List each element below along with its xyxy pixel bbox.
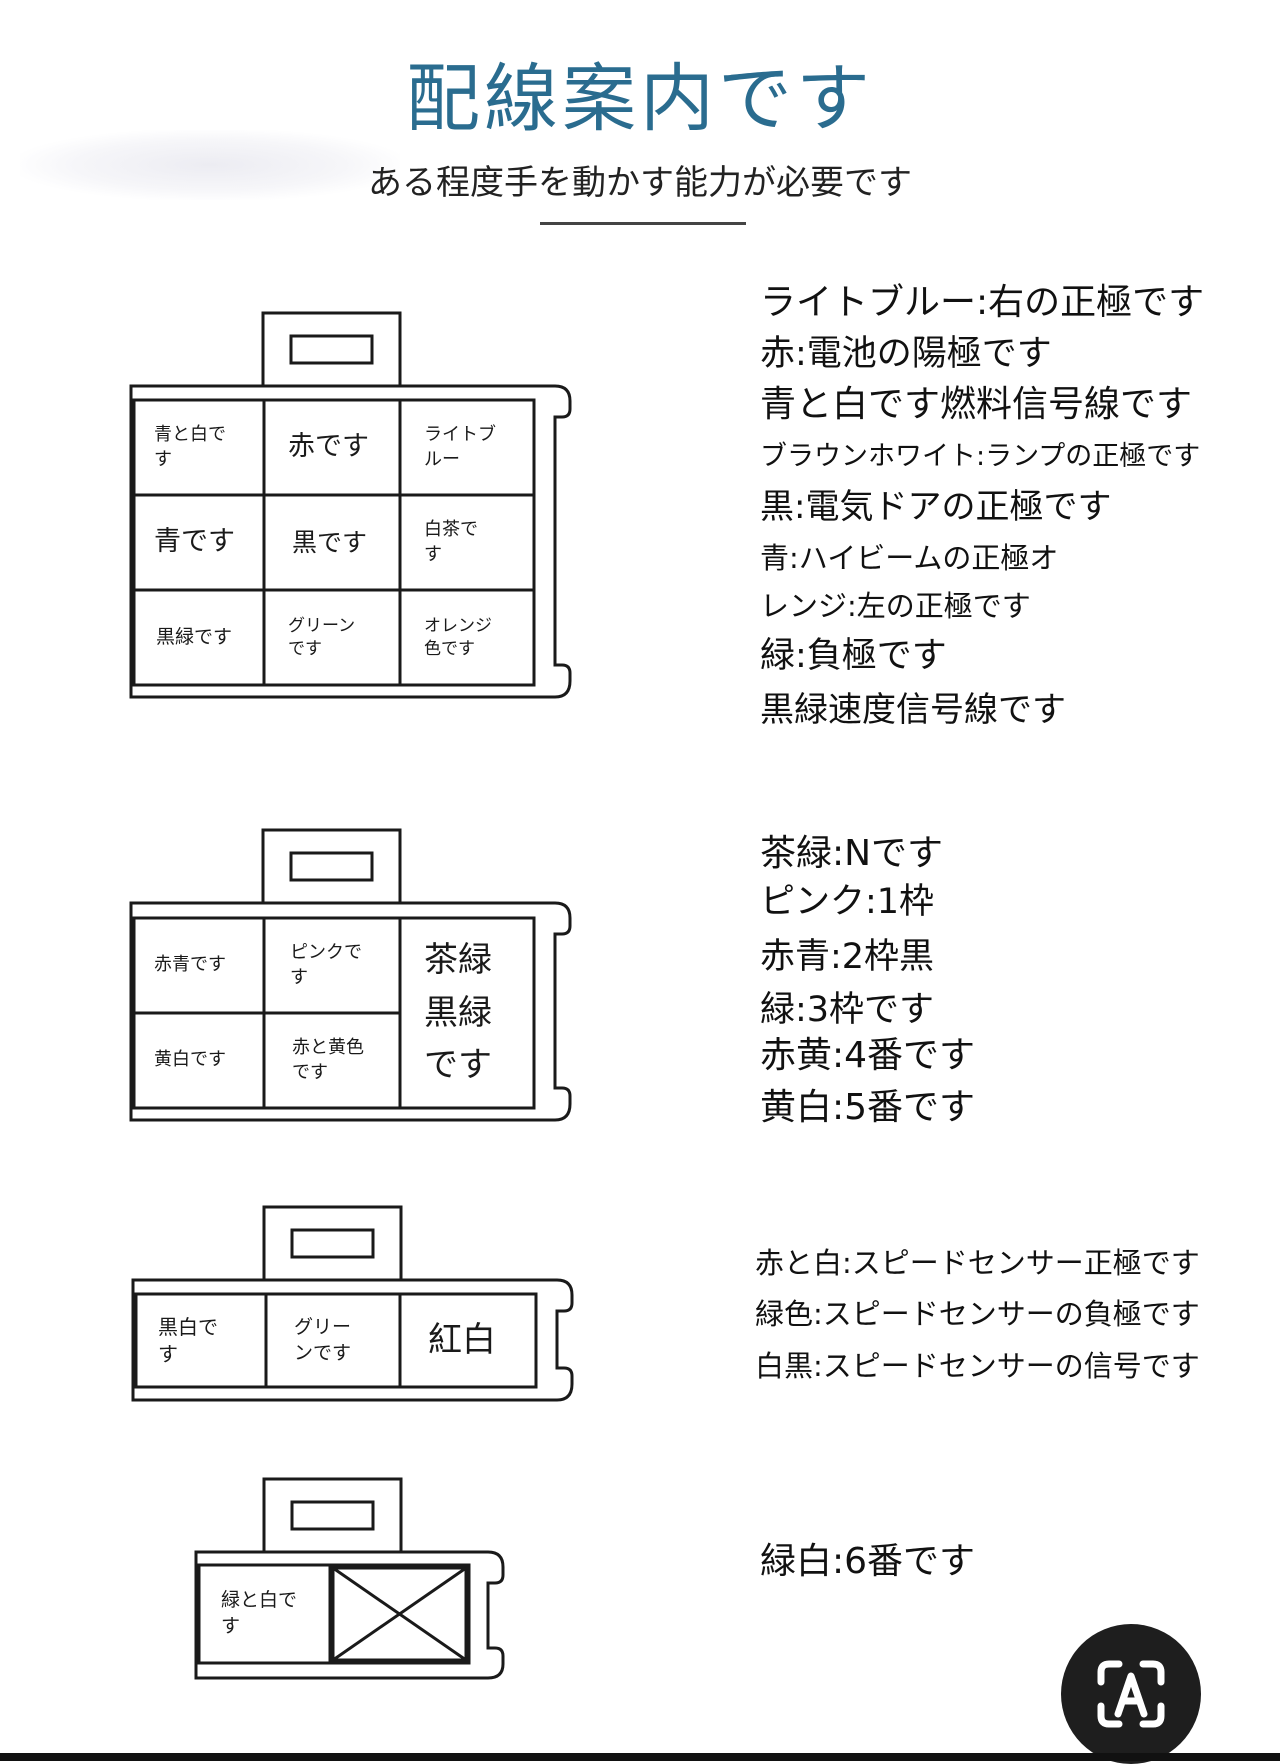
connector-1-cell-3: ライトブ ルー [424, 424, 496, 470]
connector-1-cell-6: 白茶で す [424, 519, 478, 565]
connector-2-legend-line: ピンク:1枠 [760, 882, 935, 922]
connector-1-cell-5: 黒です [292, 527, 368, 557]
connector-4-legend-line: 緑白:6番です [760, 1541, 976, 1582]
connector-2-cell-2: ピンクで す [290, 942, 362, 988]
connector-2-cell-5: 赤と黄色 です [292, 1037, 364, 1083]
connector-1-legend-line: 黒緑速度信号線です [760, 690, 1066, 730]
connector-1-legend-line: 赤:電池の陽極です [760, 334, 1052, 374]
connector-2-legend-line: 赤青:2枠黒 [760, 937, 935, 977]
connector-1-legend-line: ブラウンホワイト:ランプの正極です [760, 441, 1201, 472]
connector-2-outline [129, 828, 572, 1122]
header: 配線案内です ある程度手を動かす能力が必要です [0, 0, 1280, 240]
connector-3-cell-1: 黒白で す [158, 1314, 218, 1366]
connector-3-legend-line: 赤と白:スピードセンサー正極です [755, 1246, 1200, 1280]
connector-1-legend-line: 緑:負極です [760, 636, 947, 676]
connector-1-cell-8: グリーン です [288, 615, 356, 659]
connector-1-legend-line: 黒:電気ドアの正極です [760, 487, 1112, 527]
connector-1-outline [129, 311, 572, 699]
connector-4-cell-1: 緑と白で す [221, 1589, 298, 1637]
bottom-bar [0, 1753, 1280, 1761]
connector-4-cell-2 [333, 1568, 466, 1660]
page-title: 配線案内です [406, 56, 874, 142]
connector-2-legend-line: 黄白:5番です [760, 1087, 976, 1128]
title-underline [540, 222, 746, 225]
connector-1-legend-line: レンジ:左の正極です [760, 589, 1031, 623]
connector-4-outline [194, 1477, 505, 1680]
connector-1-legend-line: 青と白です燃料信号線です [760, 384, 1193, 425]
connector-1-cell-7: 黒緑です [156, 625, 233, 648]
connector-3-cell-3: 紅白 [428, 1319, 496, 1360]
connector-3-legend-line: 白黒:スピードセンサーの信号です [755, 1349, 1200, 1383]
connector-2-legend-line: 赤黄:4番です [760, 1035, 976, 1076]
scan-text-icon [1097, 1660, 1165, 1728]
connector-2-legend-line: 茶緑:Nです [760, 833, 944, 874]
connector-1-legend-line: 青:ハイビームの正極オ [760, 541, 1059, 575]
connector-2-cell-3: 茶緑 黒緑 です [424, 939, 492, 1086]
scan-text-button[interactable] [1061, 1624, 1201, 1764]
connector-1-cell-1: 青と白で す [154, 424, 226, 470]
page-subtitle: ある程度手を動かす能力が必要です [368, 163, 912, 203]
connector-1-cell-9: オレンジ 色です [424, 615, 492, 659]
connector-2-cell-4: 黄白です [154, 1049, 226, 1071]
connector-1-cell-2: 赤です [288, 431, 369, 463]
connector-3-legend-line: 緑色:スピードセンサーの負極です [755, 1297, 1200, 1331]
connector-3-outline [131, 1205, 574, 1402]
connector-1-legend-line: ライトブルー:右の正極です [760, 282, 1205, 323]
blurred-watermark [20, 130, 400, 200]
connector-1-cell-4: 青です [154, 526, 235, 558]
connector-2-cell-1: 赤青です [154, 954, 226, 976]
connector-3-cell-2: グリー ンです [294, 1315, 352, 1364]
connector-2-legend-line: 緑:3枠です [760, 990, 935, 1030]
